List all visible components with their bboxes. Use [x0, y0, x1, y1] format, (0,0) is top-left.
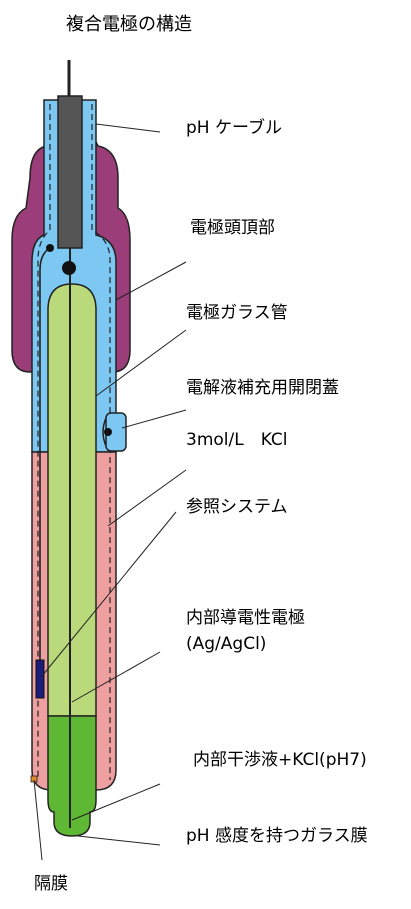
head-dashed-outline [37, 104, 51, 780]
cable-core [57, 95, 83, 249]
label-reference-system: 参照システム [186, 497, 288, 517]
label-ph-cable: pH ケーブル [186, 118, 282, 138]
internal-electrode [35, 659, 45, 699]
label-internal-electrode-sub: (Ag/AgCl) [186, 634, 267, 654]
label-diaphragm: 隔膜 [34, 874, 68, 894]
leader-lines [33, 123, 187, 861]
label-glass-tube: 電極ガラス管 [186, 303, 288, 323]
junction-dot [62, 261, 76, 275]
label-ph-glass-membrane: pH 感度を持つガラス膜 [186, 826, 368, 846]
diagram-title: 複合電極の構造 [66, 14, 192, 35]
inner-buffer [47, 715, 97, 837]
label-internal-electrode: 内部導電性電極 [186, 608, 305, 628]
label-electrode-head: 電極頭頂部 [190, 218, 275, 238]
label-refill-cap: 電解液補充用開閉蓋 [186, 378, 339, 398]
label-inner-buffer: 内部干渉液+KCl(pH7) [193, 750, 367, 770]
label-kcl: 3mol/L KCl [186, 430, 288, 450]
glass-tube [47, 283, 97, 717]
